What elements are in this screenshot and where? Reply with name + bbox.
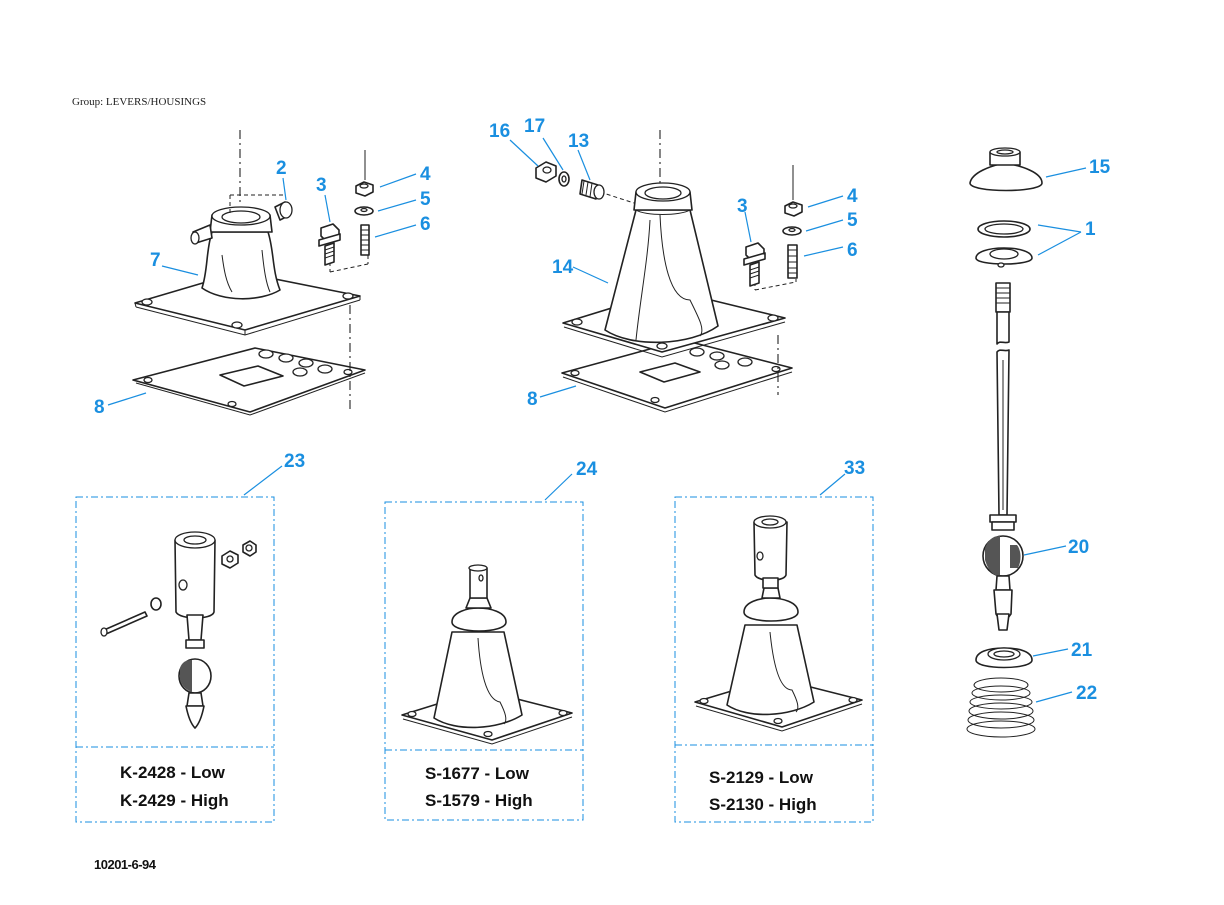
shaft-20: [982, 282, 1024, 631]
kit-33-drawing: [694, 515, 863, 732]
housing-7: [134, 206, 361, 336]
retainer-21: [975, 647, 1033, 669]
callout-21: 21: [1071, 640, 1093, 661]
callout-3a: 3: [316, 175, 327, 196]
kit-23-low: K-2428 - Low: [120, 763, 226, 782]
spring-22: [966, 677, 1036, 738]
gasket-8b: [561, 339, 793, 413]
callout-1: 1: [1085, 219, 1096, 240]
callout-numbers: 2 3 4 5 6 7 8 16 17 13 14 3 4 5 6 8 15 1…: [94, 116, 1111, 704]
callout-23: 23: [284, 451, 305, 472]
callout-15: 15: [1089, 157, 1111, 178]
lever-assembly: [966, 147, 1043, 738]
kit-33: [674, 473, 874, 823]
group-label: Group: LEVERS/HOUSINGS: [72, 96, 207, 108]
callout-24: 24: [576, 459, 598, 480]
callout-4b: 4: [847, 186, 858, 207]
kit-24-drawing: [401, 564, 573, 745]
callout-2: 2: [276, 158, 287, 179]
boot-15: [969, 147, 1043, 192]
kit-labels: K-2428 - Low K-2429 - High S-1677 - Low …: [120, 763, 817, 814]
callout-8a: 8: [94, 397, 105, 418]
pin-2: [229, 194, 293, 221]
callout-13: 13: [568, 131, 589, 152]
ring-seat-1: [975, 220, 1033, 268]
housing-14: [562, 182, 786, 358]
callout-22: 22: [1076, 683, 1097, 704]
kit-23-drawing: [100, 531, 257, 729]
hardware-3-6a: [318, 150, 374, 410]
assembly-a: [132, 130, 374, 416]
callout-16: 16: [489, 121, 510, 142]
kit-33-high: S-2130 - High: [709, 795, 817, 814]
doc-number: 10201-6-94: [94, 857, 156, 872]
kit-23-high: K-2429 - High: [120, 791, 229, 810]
callout-3b: 3: [737, 196, 748, 217]
callout-33: 33: [844, 458, 865, 479]
callout-20: 20: [1068, 537, 1089, 558]
callout-8b: 8: [527, 389, 538, 410]
assembly-b: [535, 130, 803, 413]
kit-23: [75, 465, 283, 823]
plunger-13-16-17: [535, 161, 635, 204]
kit-24: [384, 473, 584, 821]
callout-6b: 6: [847, 240, 858, 261]
callout-14: 14: [552, 257, 574, 278]
hardware-3-6b: [743, 165, 803, 395]
leader-lines: [107, 137, 1087, 703]
kit-24-low: S-1677 - Low: [425, 764, 530, 783]
callout-4a: 4: [420, 164, 431, 185]
callout-5b: 5: [847, 210, 858, 231]
gasket-8a: [132, 347, 366, 416]
callout-5a: 5: [420, 189, 431, 210]
callout-7: 7: [150, 250, 161, 271]
callout-6a: 6: [420, 214, 431, 235]
callout-17: 17: [524, 116, 545, 137]
kit-33-low: S-2129 - Low: [709, 768, 814, 787]
kit-24-high: S-1579 - High: [425, 791, 533, 810]
